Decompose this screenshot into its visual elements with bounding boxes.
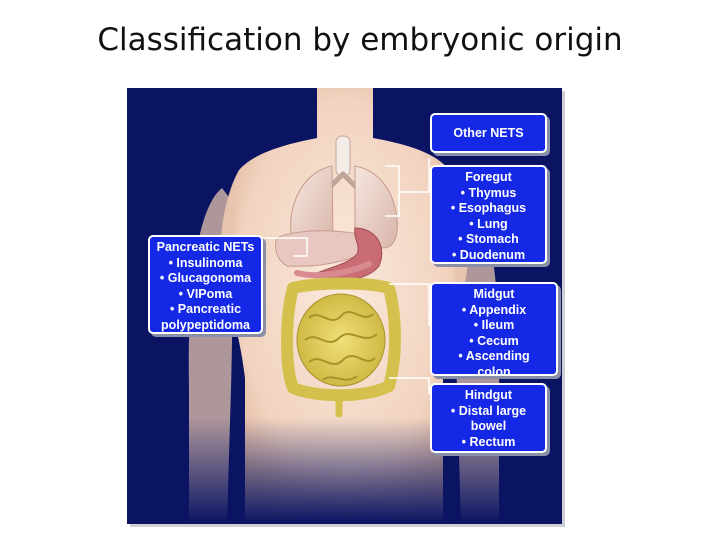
- pancreatic-bracket: [263, 237, 308, 257]
- foregut-box: Foregut • Thymus • Esophagus • Lung • St…: [430, 165, 547, 264]
- pancreatic-item: • VIPoma: [178, 286, 233, 301]
- hindgut-bracket: [389, 377, 430, 394]
- midgut-item: • Cecum: [469, 333, 519, 348]
- foregut-item: • Thymus: [460, 185, 517, 200]
- midgut-box: Midgut • Appendix • Ileum • Cecum • Asce…: [430, 282, 558, 379]
- hindgut-heading: Hindgut: [464, 388, 513, 402]
- midgut-item: colon: [477, 364, 511, 379]
- foregut-heading: Foregut: [465, 170, 512, 184]
- hindgut-box: Hindgut • Distal large bowel • Rectum: [430, 383, 547, 453]
- small-intestine: [296, 293, 386, 387]
- midgut-item: • Appendix: [461, 302, 527, 317]
- hindgut-item: bowel: [470, 419, 507, 433]
- pancreatic-item: • Glucagonoma: [159, 271, 252, 285]
- midgut-heading: Midgut: [473, 287, 515, 301]
- pancreatic-nets-box: Pancreatic NETs • Insulinoma • Glucagono…: [148, 235, 263, 334]
- foregut-bracket: [385, 158, 430, 217]
- slide-title: Classification by embryonic origin: [97, 22, 623, 58]
- midgut-item: • Ascending: [458, 349, 530, 363]
- hindgut-item: • Distal large: [450, 403, 527, 418]
- hindgut-item: • Rectum: [461, 434, 516, 449]
- large-intestine: [281, 277, 401, 402]
- foregut-item: • Duodenum: [451, 247, 526, 262]
- foregut-item: • Lung: [469, 216, 508, 231]
- pancreatic-item: • Pancreatic: [169, 302, 242, 316]
- pancreatic-item: polypeptidoma: [161, 317, 250, 332]
- pancreatic-heading: Pancreatic NETs: [156, 240, 255, 254]
- other-nets-label: Other NETS: [453, 126, 524, 140]
- foregut-item: • Stomach: [458, 232, 519, 246]
- pancreatic-item: • Insulinoma: [168, 255, 243, 270]
- foregut-item: • Esophagus: [450, 201, 527, 215]
- trachea: [335, 135, 351, 177]
- midgut-item: • Ileum: [473, 318, 515, 332]
- right-lung: [354, 165, 398, 249]
- pancreas: [294, 261, 372, 279]
- other-nets-box: Other NETS: [430, 113, 547, 153]
- midgut-bracket: [389, 283, 430, 326]
